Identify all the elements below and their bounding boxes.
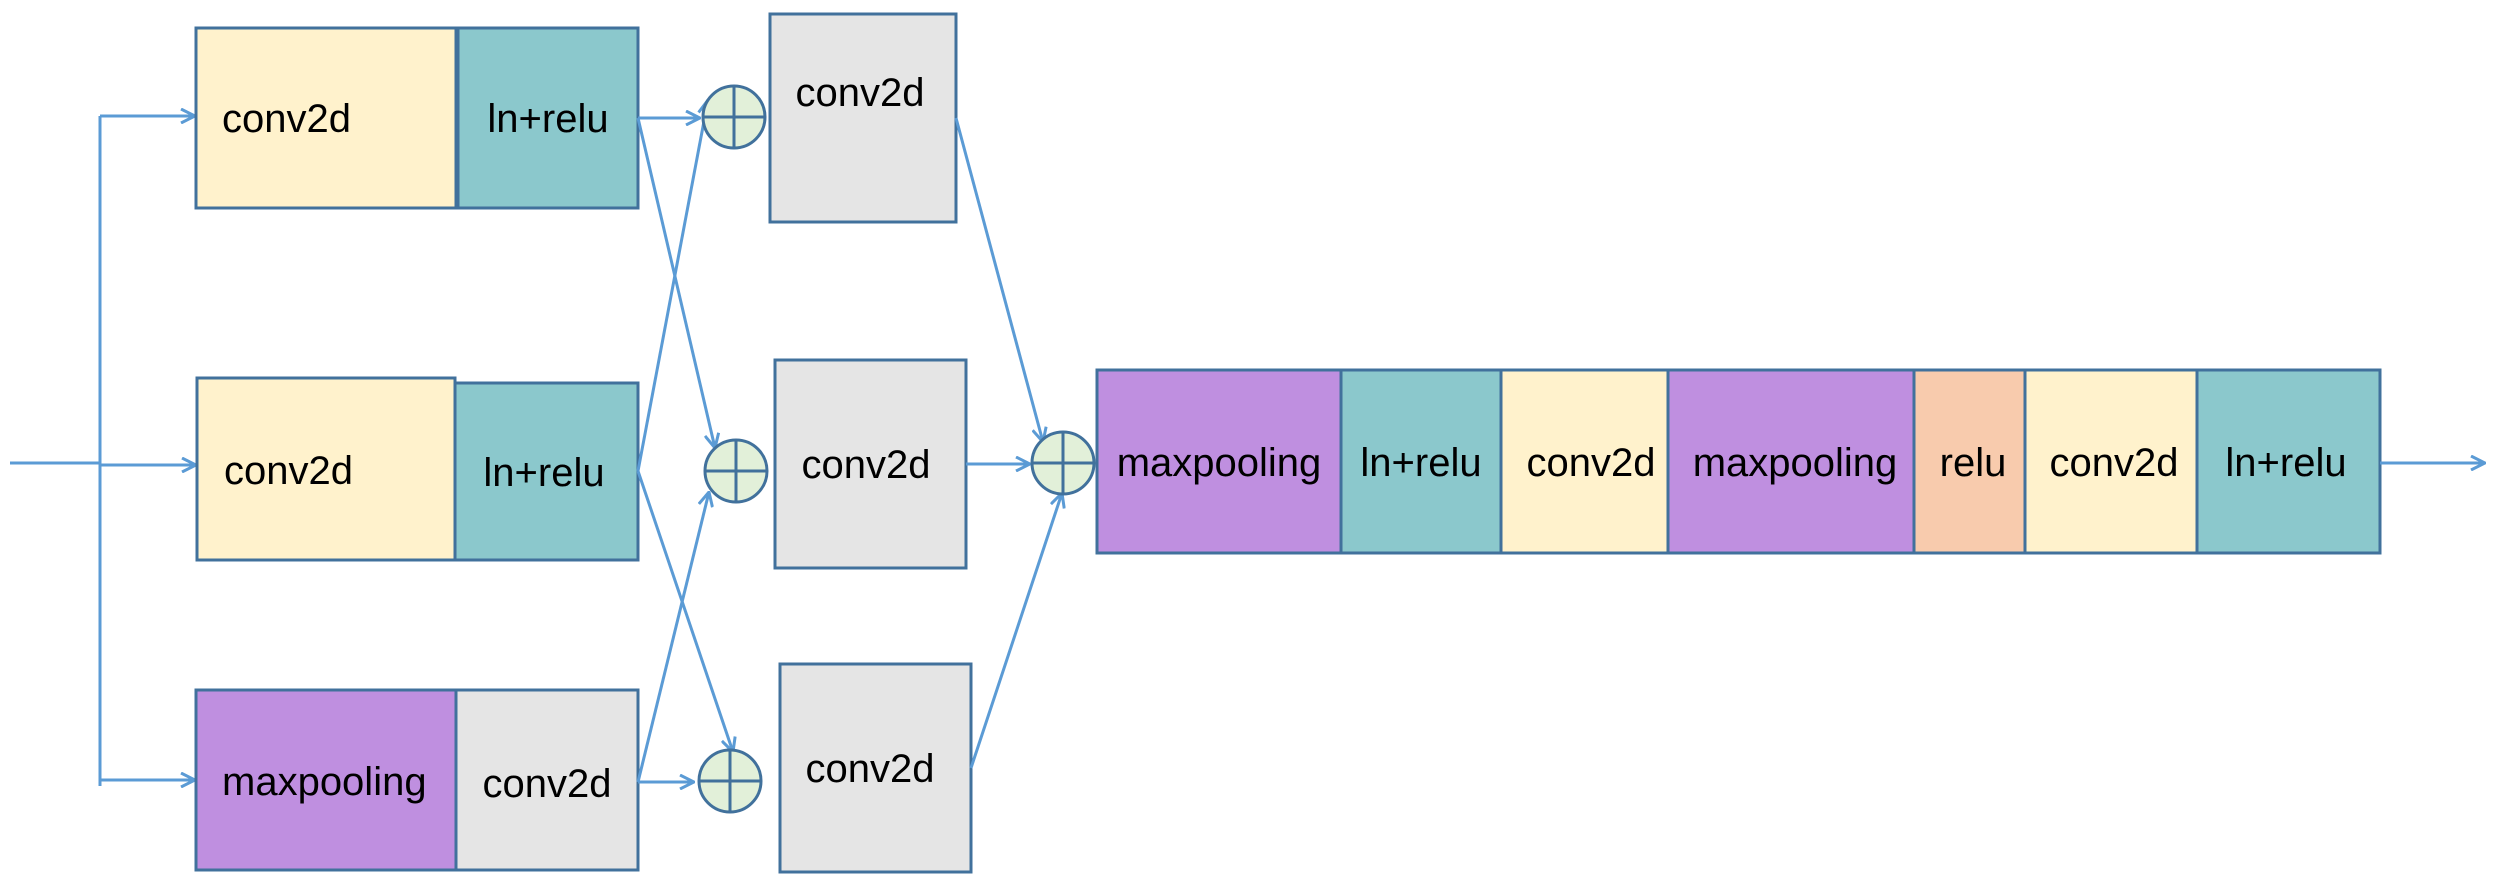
sum-node-3 xyxy=(697,748,763,814)
out-maxpooling1-label: maxpooling xyxy=(1117,441,1322,485)
output-pipeline: maxpooling ln+relu conv2d maxpooling rel… xyxy=(1095,368,2382,555)
arrow-b3-to-sum2 xyxy=(636,492,709,783)
out-conv2d1-label: conv2d xyxy=(1527,441,1656,485)
b3-maxpooling-block xyxy=(194,688,458,872)
sum-node-1 xyxy=(701,84,767,150)
mid1-conv2d-block xyxy=(768,12,958,224)
mid3-conv2d-label: conv2d xyxy=(806,747,935,791)
out-relu-label: relu xyxy=(1940,441,2007,485)
b1-conv2d-block xyxy=(194,26,458,210)
branch-1: conv2d ln+relu xyxy=(194,26,640,210)
out-maxpooling2-block xyxy=(1666,368,1916,555)
b2-conv2d-label: conv2d xyxy=(224,449,353,493)
b3-maxpooling-label: maxpooling xyxy=(222,760,427,804)
arrow-b1-to-sum2 xyxy=(636,117,715,448)
branch-2: conv2d ln+relu xyxy=(195,376,640,562)
merge-sum-node xyxy=(1030,430,1096,496)
mid2-conv2d-label: conv2d xyxy=(802,443,931,487)
out-relu-block xyxy=(1912,368,2027,555)
arrow-mid1-to-merge xyxy=(954,117,1043,442)
b1-lnrelu-block xyxy=(456,26,640,210)
b2-conv2d-block xyxy=(195,376,457,562)
b1-lnrelu-label: ln+relu xyxy=(487,97,608,141)
out-lnrelu2-block xyxy=(2195,368,2382,555)
mid2-conv2d-block xyxy=(773,358,968,570)
arrow-mid3-to-merge xyxy=(969,493,1062,769)
b2-lnrelu-label: ln+relu xyxy=(483,451,604,495)
b3-conv2d-label: conv2d xyxy=(483,762,612,806)
arrow-b2-to-sum1 xyxy=(636,100,708,472)
sum-node-2 xyxy=(703,438,769,504)
b1-conv2d-label: conv2d xyxy=(222,97,351,141)
out-maxpooling2-label: maxpooling xyxy=(1693,441,1898,485)
merge-connections xyxy=(954,117,1062,769)
out-conv2d2-block xyxy=(2023,368,2199,555)
out-lnrelu2-label: ln+relu xyxy=(2225,441,2346,485)
out-lnrelu1-label: ln+relu xyxy=(1360,441,1481,485)
cross-connections xyxy=(636,100,733,783)
branch-3: maxpooling conv2d xyxy=(194,688,640,872)
arrow-b2-to-sum3 xyxy=(636,470,733,752)
mid3-conv2d-block xyxy=(778,662,973,874)
b3-conv2d-block xyxy=(454,688,640,872)
mid-column: conv2d conv2d conv2d xyxy=(768,12,973,874)
mid1-conv2d-label: conv2d xyxy=(796,71,925,115)
input-fanout xyxy=(10,116,196,786)
out-conv2d2-label: conv2d xyxy=(2050,441,2179,485)
